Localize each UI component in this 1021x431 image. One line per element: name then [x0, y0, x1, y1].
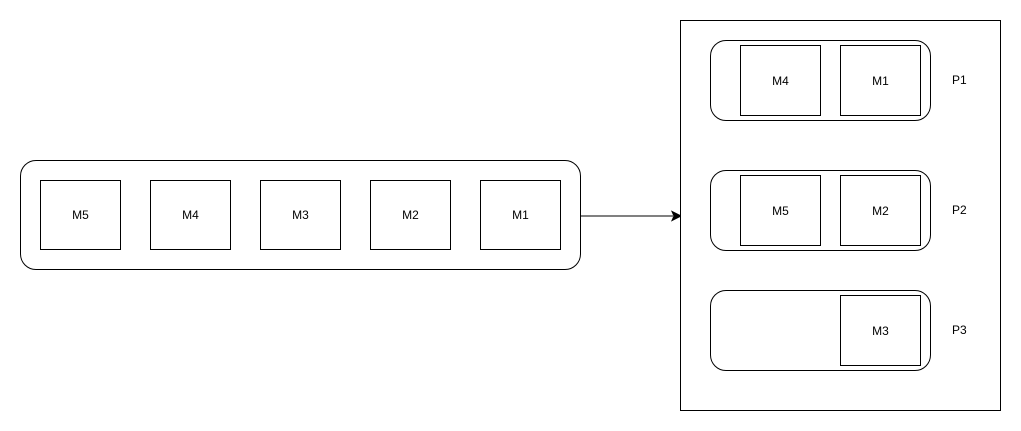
- queue-message-m5: M5: [40, 180, 121, 250]
- partition-p2-message-m2: M2: [840, 175, 921, 246]
- partition-p1-message-m1: M1: [840, 45, 921, 116]
- arrow-connector: [581, 210, 683, 222]
- partition-p3-label: P3: [952, 323, 967, 337]
- partition-p3-message-m3: M3: [840, 295, 921, 366]
- queue-message-m1: M1: [480, 180, 561, 250]
- partition-p1-message-m4: M4: [740, 45, 821, 116]
- partition-p2-message-m5: M5: [740, 175, 821, 246]
- queue-message-m3: M3: [260, 180, 341, 250]
- arrow-head-icon: [670, 210, 683, 222]
- partition-p1-label: P1: [952, 73, 967, 87]
- partition-p2-label: P2: [952, 203, 967, 217]
- queue-message-m4: M4: [150, 180, 231, 250]
- queue-message-m2: M2: [370, 180, 451, 250]
